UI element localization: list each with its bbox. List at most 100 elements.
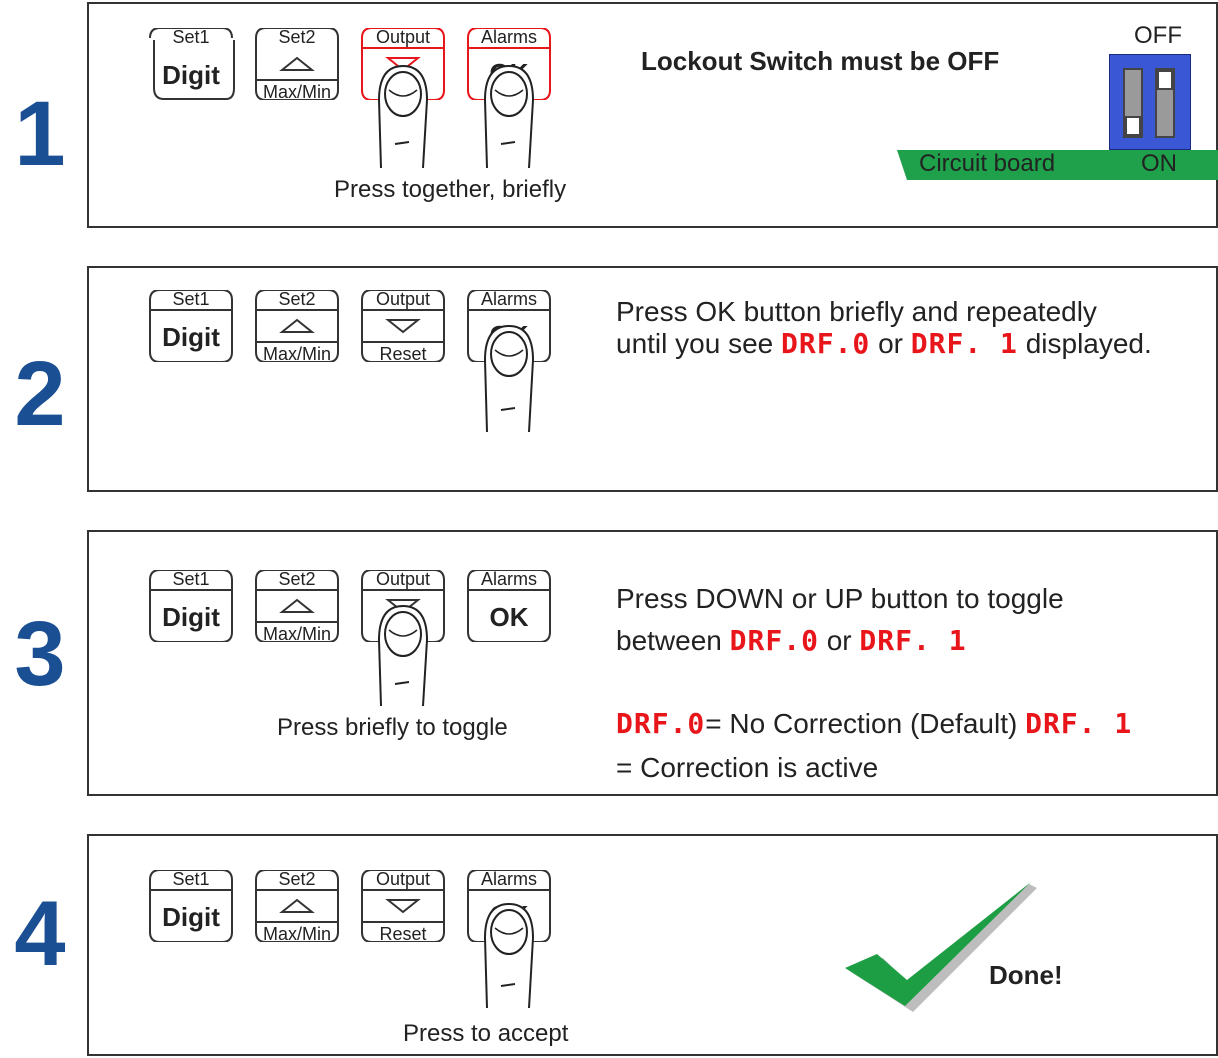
set1-digit-button[interactable]: Set1 Digit: [146, 27, 236, 100]
set2-up-button[interactable]: Set2 Max/Min: [252, 869, 342, 944]
output-down-button[interactable]: Output: [358, 569, 448, 642]
step-2-panel: Set1 Digit Set2 Max/Min Output Reset Ala…: [87, 266, 1218, 492]
step-3-text: or: [826, 625, 852, 656]
step-3-panel: Set1 Digit Set2 Max/Min Output Alarms OK…: [87, 530, 1218, 796]
finger-press-icon: [483, 64, 535, 168]
button-bottom-label: Max/Min: [262, 344, 331, 364]
step-4-caption: Press to accept: [403, 1020, 569, 1047]
set1-digit-button[interactable]: Set1 Digit: [146, 289, 236, 362]
step-2-line-2: until you see DRF.0 or DRF. 1 displayed.: [616, 328, 1206, 360]
button-top-label: Set1: [172, 289, 210, 309]
button-frame: [467, 570, 551, 642]
output-down-button[interactable]: Output Reset: [358, 869, 448, 944]
button-frame: [255, 870, 339, 942]
button-frame: [255, 290, 339, 362]
button-frame: [361, 870, 445, 942]
dip-switch-icon[interactable]: [1109, 54, 1191, 150]
checkmark-icon: [845, 882, 1037, 1012]
button-main-label: OK: [489, 602, 529, 632]
set2-up-button[interactable]: Set2 Max/Min: [252, 27, 342, 102]
finger-press-icon: [377, 604, 429, 706]
step-number-4: 4: [14, 883, 66, 985]
down-arrow-icon: [385, 319, 421, 334]
button-bottom-label: Max/Min: [262, 624, 331, 644]
button-frame: [255, 28, 339, 100]
step-3-description: DRF.0= No Correction (Default) DRF. 1 = …: [616, 702, 1206, 790]
button-frame: [467, 870, 551, 942]
circuit-board-icon: [897, 150, 1218, 180]
button-bottom-label: Max/Min: [262, 82, 331, 102]
done-label: Done!: [989, 960, 1063, 990]
led-value-drf0: DRF.0: [616, 707, 706, 740]
step-number-3: 3: [14, 603, 66, 705]
led-value-drf1: DRF. 1: [859, 624, 967, 657]
button-top-label: Alarms: [480, 869, 537, 889]
button-top-label: Alarms: [480, 27, 537, 47]
button-top-label: Set2: [278, 27, 316, 47]
button-bottom-label: Max/Min: [262, 924, 331, 944]
circuit-board-label: Circuit board: [919, 150, 1056, 177]
button-frame: [361, 290, 445, 362]
button-main-label: Digit: [162, 322, 220, 352]
button-top-label: Set1: [172, 569, 210, 589]
button-top-label: Output: [375, 869, 431, 889]
step-2-instructions: Press OK button briefly and repeatedly u…: [616, 296, 1206, 360]
set2-up-button[interactable]: Set2 Max/Min: [252, 569, 342, 644]
step-3-line-2: between DRF.0 or DRF. 1: [616, 620, 1206, 662]
step-3-text: between: [616, 625, 722, 656]
switch-on-label: ON: [1141, 150, 1177, 177]
switch-off-label: OFF: [1134, 22, 1182, 49]
button-top-label: Set1: [172, 869, 210, 889]
button-bottom-label: Reset: [379, 924, 427, 944]
button-frame: [467, 290, 551, 362]
output-down-button[interactable]: Output Reset: [358, 289, 448, 364]
finger-press-icon: [483, 324, 535, 432]
up-arrow-icon: [279, 598, 315, 613]
step-number-1: 1: [14, 83, 66, 185]
step-2-text: until you see: [616, 328, 774, 359]
alarms-ok-button[interactable]: Alarms OK: [464, 569, 554, 642]
button-frame: [467, 28, 551, 100]
button-top-label: Output: [375, 569, 431, 589]
output-down-button-highlighted[interactable]: Output: [358, 27, 448, 100]
set1-digit-button[interactable]: Set1 Digit: [146, 569, 236, 642]
led-value-drf1: DRF. 1: [1025, 707, 1133, 740]
button-top-label: Output: [375, 27, 431, 47]
button-top-label: Alarms: [480, 289, 537, 309]
button-top-label: Set2: [278, 569, 316, 589]
step-2-text: displayed.: [1025, 328, 1152, 359]
button-frame: [361, 28, 445, 100]
set1-digit-button[interactable]: Set1 Digit: [146, 869, 236, 942]
button-top-label: Set2: [278, 869, 316, 889]
led-value-drf0: DRF.0: [781, 327, 871, 360]
step-3-desc-line-1: DRF.0= No Correction (Default) DRF. 1: [616, 702, 1206, 746]
button-main-label: Digit: [162, 60, 220, 90]
set2-up-button[interactable]: Set2 Max/Min: [252, 289, 342, 364]
finger-press-icon: [483, 902, 535, 1008]
led-value-drf1: DRF. 1: [910, 327, 1018, 360]
button-bottom-label: Reset: [379, 344, 427, 364]
up-arrow-icon: [279, 318, 315, 333]
button-main-label: Digit: [162, 902, 220, 932]
button-frame: [149, 290, 233, 362]
button-top-label: Set2: [278, 289, 316, 309]
step-3-desc-text: = No Correction (Default): [705, 708, 1018, 739]
step-number-2: 2: [14, 343, 66, 445]
up-arrow-icon: [279, 56, 315, 71]
lockout-heading: Lockout Switch must be OFF: [641, 46, 1000, 76]
step-3-desc-line-2: = Correction is active: [616, 752, 879, 783]
up-arrow-icon: [279, 898, 315, 913]
step-3-line-1: Press DOWN or UP button to toggle: [616, 583, 1064, 614]
button-top-label: Set1: [172, 27, 210, 47]
step-2-line-1: Press OK button briefly and repeatedly: [616, 296, 1097, 327]
led-value-drf0: DRF.0: [729, 624, 819, 657]
step-1-panel: Set1 Digit Set2 Max/Min Output Alarms OK…: [87, 2, 1218, 228]
step-3-instructions: Press DOWN or UP button to toggle betwee…: [616, 578, 1206, 662]
down-arrow-icon: [385, 57, 421, 72]
finger-press-icon: [377, 64, 429, 168]
button-frame: [255, 570, 339, 642]
step-2-text: or: [878, 328, 903, 359]
button-top-label: Alarms: [480, 569, 537, 589]
step-3-caption: Press briefly to toggle: [277, 714, 508, 741]
button-main-label: Digit: [162, 602, 220, 632]
